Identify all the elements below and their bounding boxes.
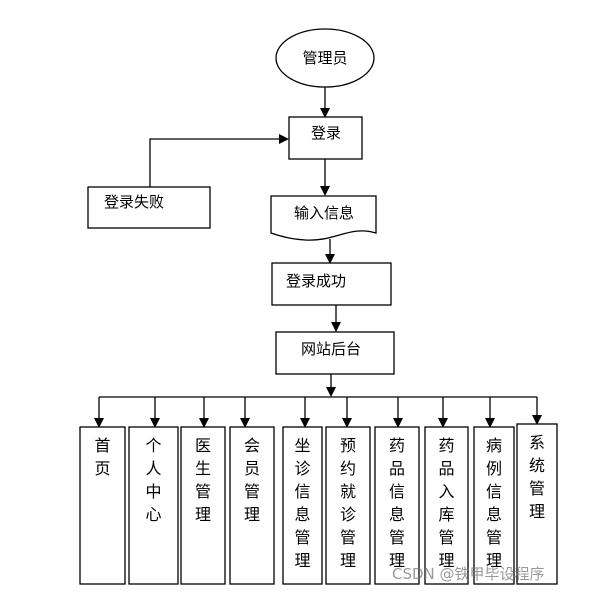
module-label-1: 首页 [94, 436, 111, 478]
module-box-5 [282, 426, 323, 585]
module-box-7 [374, 426, 420, 585]
module-label-10: 系统管理 [528, 433, 545, 521]
backend-label: 网站后台 [301, 340, 361, 358]
module-label-2: 个人中心 [145, 436, 162, 524]
login-fail-label: 登录失败 [104, 193, 164, 211]
module-box-4 [229, 426, 275, 585]
module-label-8: 药品入库管理 [438, 436, 455, 570]
login-label: 登录 [311, 124, 341, 142]
module-label-4: 会员管理 [243, 436, 260, 524]
module-box-6 [325, 426, 371, 585]
module-layer [79, 397, 558, 585]
module-box-3 [180, 426, 226, 585]
backend-node [275, 331, 395, 375]
module-label-9: 病例信息管理 [485, 436, 502, 570]
admin-label: 管理员 [302, 49, 347, 67]
module-label-7: 药品信息管理 [388, 436, 405, 570]
input-info-node [270, 195, 377, 241]
module-label-3: 医生管理 [194, 436, 211, 524]
login-fail-node [87, 186, 211, 229]
module-box-8 [424, 426, 469, 585]
module-box-1 [79, 426, 126, 585]
module-box-9 [473, 426, 515, 585]
arrow-fail-login [149, 134, 289, 187]
module-label-5: 坐诊信息管理 [294, 436, 311, 570]
module-box-2 [128, 426, 179, 585]
module-box-10 [516, 423, 558, 585]
input-info-label: 输入信息 [294, 204, 354, 222]
login-success-label: 登录成功 [286, 272, 346, 290]
module-label-6: 预约就诊管理 [339, 436, 356, 570]
login-success-node [271, 262, 392, 306]
watermark: CSDN @铁甲毕设程序 [392, 565, 545, 583]
